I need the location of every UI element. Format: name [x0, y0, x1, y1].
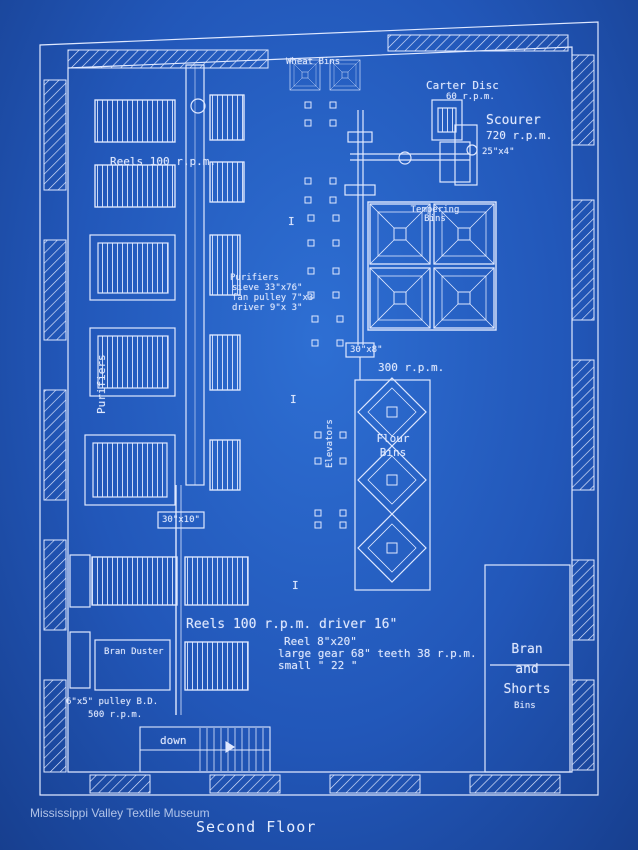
reels-upper	[94, 94, 245, 208]
label-bran-shorts: Bran and Shorts	[503, 642, 551, 697]
tempering-bins	[367, 201, 497, 331]
stairway	[139, 726, 271, 773]
flour-bins	[354, 377, 431, 591]
label-pulley-bd-rpm: 500 r.p.m.	[88, 710, 143, 720]
column-mark-1: I	[288, 215, 295, 228]
bran-shorts-bins	[484, 564, 571, 773]
label-bran-shorts-bins: Bins	[514, 701, 536, 711]
label-carter-disc: Carter Disc	[426, 79, 499, 92]
column-mark-2: I	[290, 393, 297, 406]
label-purifiers-spec-4: driver 9"x 3"	[232, 303, 303, 313]
label-purifiers-spec-1: Purifiers	[230, 273, 279, 283]
label-pulley-30x8: 30"x8"	[350, 345, 383, 355]
label-pulley-bd: 6"x5" pulley B.D.	[66, 697, 159, 707]
label-reels-top: Reels 100 r.p.m.	[110, 155, 216, 168]
main-shaft	[175, 64, 206, 715]
elevator-boxes	[304, 101, 347, 529]
reels-lower	[69, 511, 249, 691]
building-walls	[39, 21, 599, 796]
carter-disc-scourer	[398, 99, 478, 186]
label-tempering-bins: Tempering Bins	[410, 205, 460, 224]
label-small-gear: small " 22 "	[278, 659, 358, 672]
label-reel-spec: Reel 8"x20"	[284, 635, 357, 648]
floor-title: Second Floor	[196, 818, 317, 836]
label-reels-bottom: Reels 100 r.p.m. driver 16"	[186, 617, 398, 632]
label-large-gear: large gear 68" teeth 38 r.p.m.	[278, 647, 477, 660]
label-pulley-30x10: 30"x10"	[162, 515, 200, 525]
label-scourer-rpm: 720 r.p.m.	[486, 129, 553, 142]
purifiers-bank	[84, 234, 241, 506]
label-rpm-300: 300 r.p.m.	[378, 361, 445, 374]
label-scourer-pulley: 25"x4"	[482, 147, 515, 157]
label-purifiers-spec-2: sieve 33"x76"	[232, 283, 303, 293]
label-down: down	[160, 734, 187, 747]
column-mark-3: I	[292, 579, 299, 592]
label-bran-duster: Bran Duster	[104, 647, 164, 657]
label-purifiers-side: Purifiers	[95, 354, 108, 414]
museum-watermark: Mississippi Valley Textile Museum	[30, 806, 210, 820]
label-purifiers-spec-3: fan pulley 7"x3	[232, 293, 314, 303]
label-wheat-bins: Wheat Bins	[286, 57, 341, 67]
vertical-shaft-right	[344, 110, 470, 380]
label-flour-bins: Flour Bins	[376, 432, 410, 459]
label-elevators: Elevators	[325, 419, 335, 468]
label-scourer: Scourer	[486, 113, 541, 128]
label-carter-rpm: 60 r.p.m.	[446, 92, 495, 102]
